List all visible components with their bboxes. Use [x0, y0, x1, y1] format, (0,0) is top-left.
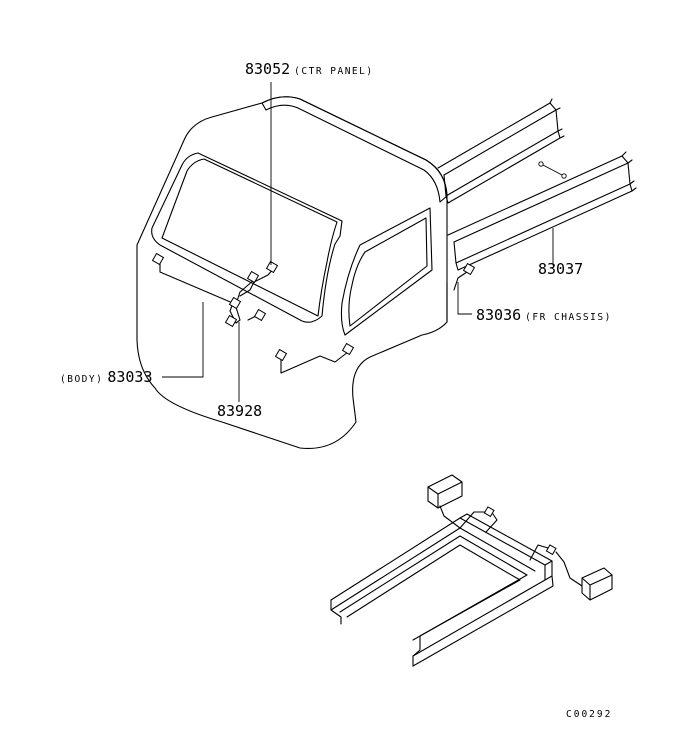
- callout-sub: 83928: [217, 404, 262, 420]
- callout-note: (FR CHASSIS): [525, 312, 612, 323]
- callout-ctr-panel: 83052 (CTR PANEL): [245, 62, 374, 78]
- callout-number: 83052: [245, 60, 291, 78]
- callout-prefix: (BODY): [60, 374, 104, 385]
- drawing-code: C00292: [566, 709, 613, 720]
- callout-harness: 83037: [538, 262, 583, 278]
- harness-clip: [538, 161, 567, 179]
- callout-number: 83037: [538, 260, 584, 278]
- callout-number: 83928: [217, 402, 263, 420]
- cab-body: [136, 96, 448, 450]
- callout-fr-chassis: 83036 (FR CHASSIS): [476, 308, 612, 324]
- chassis-rail-right: [447, 151, 637, 271]
- connectors: [151, 252, 476, 362]
- frame-detail: [330, 513, 554, 667]
- leader-lines: [162, 82, 555, 402]
- chassis-rail-left: [437, 98, 565, 204]
- callout-number: 83036: [476, 306, 522, 324]
- lamp-left: [427, 474, 498, 533]
- lamp-right: [529, 544, 613, 601]
- callout-number: 83033: [107, 368, 153, 386]
- wire-harness: [159, 262, 471, 374]
- callout-note: (CTR PANEL): [294, 66, 374, 77]
- callout-body: (BODY) 83033: [60, 370, 152, 386]
